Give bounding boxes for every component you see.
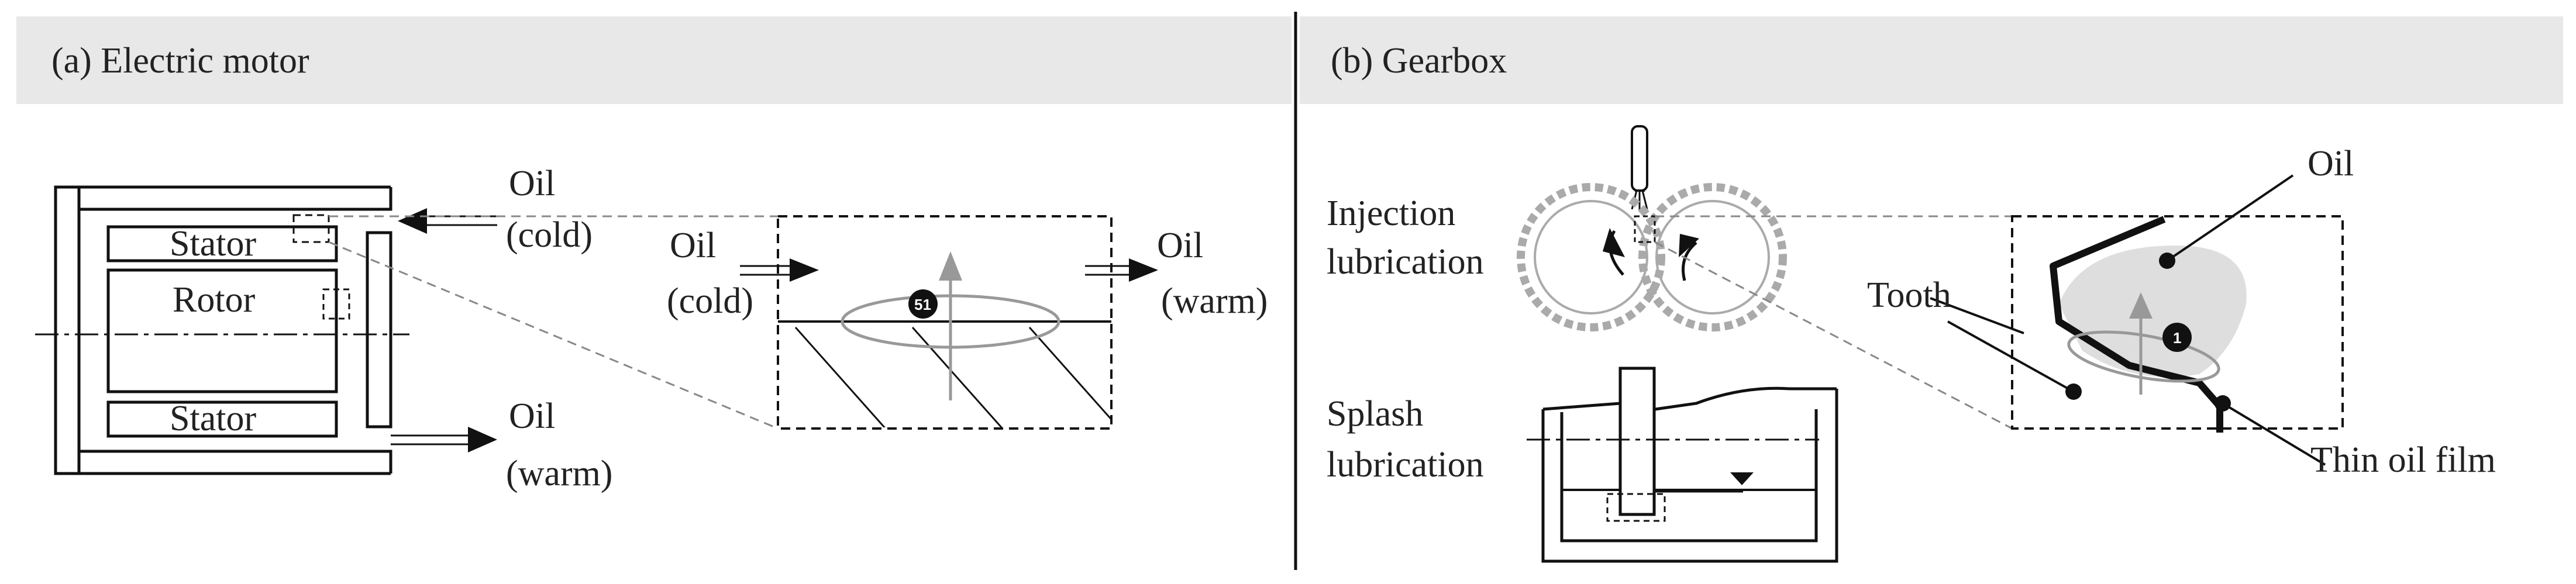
gear-detail-view: 1 xyxy=(2011,215,2344,433)
splash-tank xyxy=(1541,367,1838,563)
splash-label-2: lubrication xyxy=(1327,445,1484,485)
left-header-bar xyxy=(16,16,1292,104)
right-header-bar xyxy=(1300,16,2563,104)
injection-nozzle xyxy=(1631,125,1648,210)
oil-label: Oil xyxy=(2308,144,2354,184)
detail-inlet-label: Oil xyxy=(670,226,716,265)
rotation-arrow-right xyxy=(1682,241,1697,281)
left-panel-title: (a) Electric motor xyxy=(51,41,309,81)
oil-inlet-state: (cold) xyxy=(506,215,593,255)
oil-drop xyxy=(2059,246,2247,377)
detail-inlet-arrow xyxy=(740,258,819,282)
marker-51-text: 51 xyxy=(914,296,931,313)
zoom-line-bottom xyxy=(328,241,779,430)
oil-level-icon xyxy=(1730,472,1754,485)
injection-label: Injection xyxy=(1327,193,1455,233)
marker-51 xyxy=(908,289,938,319)
stator-top xyxy=(106,225,338,262)
gear-left xyxy=(1517,183,1665,331)
marker-1-text: 1 xyxy=(2173,329,2181,347)
oil-inlet-arrow xyxy=(398,208,497,234)
detail-inlet-state: (cold) xyxy=(667,281,753,321)
thin-film-label: Thin oil film xyxy=(2310,440,2496,480)
marker-1 xyxy=(2162,323,2192,352)
rotor-label: Rotor xyxy=(173,280,256,320)
oil-outlet-arrow xyxy=(391,427,497,452)
right-panel-title: (b) Gearbox xyxy=(1331,41,1507,81)
oil-inlet-label: Oil xyxy=(509,164,555,203)
motor-housing xyxy=(54,185,392,475)
gear-right xyxy=(1638,183,1787,331)
injection-label-2: lubrication xyxy=(1327,242,1484,282)
stator-bottom-label: Stator xyxy=(170,399,256,438)
gear-zoom-line-bottom xyxy=(1654,241,2013,430)
splash-label: Splash xyxy=(1327,394,1423,434)
detail-outlet-label: Oil xyxy=(1157,226,1203,265)
detail-box-rotor xyxy=(322,288,350,320)
mesh-detail-box xyxy=(1634,215,1656,243)
tooth-label: Tooth xyxy=(1867,275,1951,315)
oil-outlet-label: Oil xyxy=(509,396,555,436)
detail-outlet-arrow xyxy=(1085,258,1158,282)
motor-detail-view: 51 xyxy=(777,215,1113,430)
stator-top-label: Stator xyxy=(170,224,256,264)
detail-outlet-state: (warm) xyxy=(1161,281,1268,321)
splash-detail-box xyxy=(1606,493,1666,522)
stator-bottom xyxy=(106,400,338,438)
oil-outlet-state: (warm) xyxy=(506,454,612,493)
detail-box-stator xyxy=(292,214,330,243)
rotor xyxy=(106,268,338,393)
